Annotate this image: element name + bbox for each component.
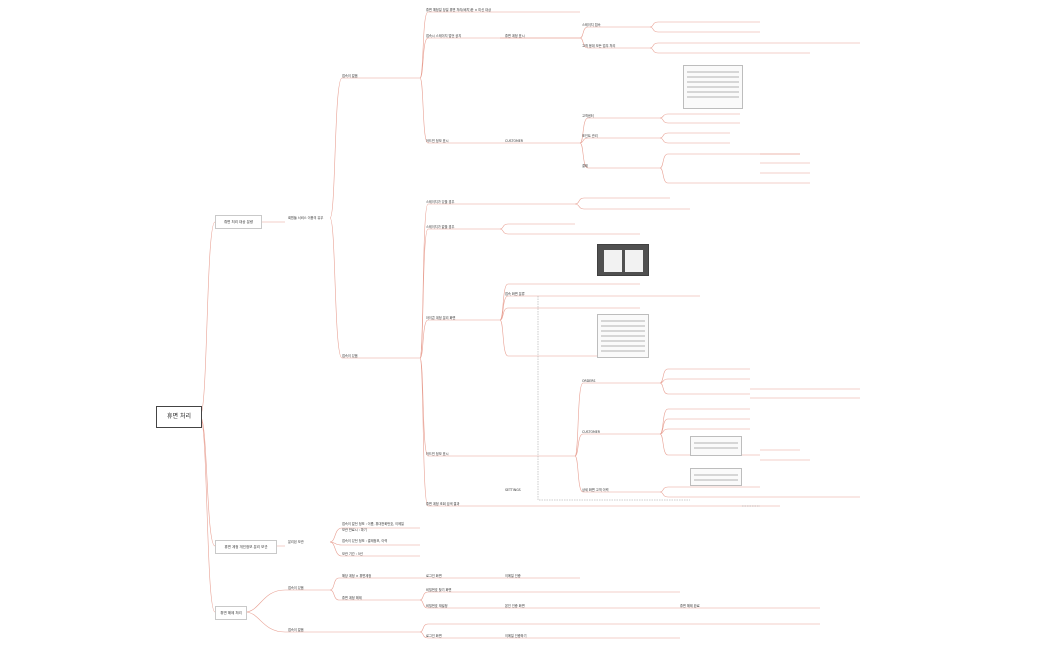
screen-thumbnail-2 bbox=[597, 244, 649, 276]
branch-data-separation[interactable]: 휴면 계정 개인정보 분리 보관 bbox=[215, 540, 277, 554]
b1-a-item-9: 결제 bbox=[582, 164, 588, 168]
b1-a-item-6: 어드민 정보 표시 bbox=[426, 139, 449, 143]
b2-item-1: 접속이 있던 정보 : 결제정보, 이력 bbox=[342, 539, 388, 543]
b1-b-item-5: 휴면 계정 조회 검색 결과 bbox=[426, 502, 460, 506]
root-node[interactable]: 휴면 처리 bbox=[156, 406, 202, 428]
branch-dormant-target[interactable]: 휴면 처리 대상 분량 bbox=[215, 215, 262, 229]
b1-a-item-4: 고객 응대 모든 업무 처리 bbox=[582, 44, 616, 48]
root-label: 휴면 처리 bbox=[167, 413, 191, 420]
b3-no-access: 접속이 없음 bbox=[288, 628, 304, 632]
b1-has-access: 접속이 있음 bbox=[342, 354, 358, 358]
b1-b-item-2: 아이콘 계정 분리 화면 bbox=[426, 316, 456, 320]
b3-item-6: 본인 인증 화면 bbox=[505, 604, 525, 608]
b3-item-2: 이메일 인증 bbox=[505, 574, 521, 578]
b1-a-item-2: 휴면 계정 표시 bbox=[505, 34, 525, 38]
b2-item-0: 접속이 없던 정보 : 이름, 휴대전화번호, 이메일 bbox=[342, 522, 404, 526]
b1-a-item-7: 고객센터 bbox=[582, 114, 594, 118]
b1-sub: 회원들 서비스 이용의 유무 bbox=[288, 216, 324, 220]
b1-a-item-0: 휴면 예정일 당일 휴면 처리(배치)한 × 미신 대상 bbox=[426, 8, 492, 12]
b1-a-item-5: CUSTOMER bbox=[505, 139, 524, 143]
b1-b-item-8: SETTINGS bbox=[505, 488, 521, 492]
b3-item-0: 해당 계정 × 휴면계정 bbox=[342, 574, 372, 578]
b1-b-item-6: ORDERS bbox=[582, 379, 596, 383]
connector-root-b2 bbox=[199, 415, 216, 547]
branch-dormant-release[interactable]: 휴면 해제 처리 bbox=[215, 606, 247, 620]
b2-sub: 분리된 보관 bbox=[288, 540, 304, 544]
b1-b-item-4: 어드민 정보 표시 bbox=[426, 452, 449, 456]
b1-a-item-1: 접속시 스테이지 업던 공지 bbox=[426, 34, 462, 38]
b3-item-4: 비밀번호 재설정 bbox=[426, 604, 448, 608]
b1-a-item-8: 포인트 관리 bbox=[582, 134, 598, 138]
b3-item-9: 이메일 인증하기 bbox=[505, 634, 527, 638]
screen-thumbnail-4 bbox=[690, 436, 742, 456]
b3-item-7: 휴면 해제 완료 bbox=[680, 604, 700, 608]
screen-thumbnail-1 bbox=[683, 65, 743, 109]
b1-no-access: 접속이 없음 bbox=[342, 74, 358, 78]
b2-item-2: 보관 기간 : 5년 bbox=[342, 552, 363, 556]
b3-has-access: 접속이 있음 bbox=[288, 586, 304, 590]
screen-thumbnail-3 bbox=[597, 314, 649, 358]
connector-root-b1 bbox=[199, 221, 216, 417]
b2-item-3: 보관 만료시 : 파기 bbox=[342, 528, 367, 532]
b3-item-3: 휴면 계정 해제 bbox=[342, 596, 362, 600]
screen-thumbnail-5 bbox=[690, 468, 742, 486]
b3-item-5: 비밀번호 찾기 화면 bbox=[426, 588, 452, 592]
connector-root-b3 bbox=[199, 415, 216, 613]
b1-a-item-3: 스테이지 접속 bbox=[582, 23, 601, 27]
b1-b-item-1: 스테이지가 없을 경우 bbox=[426, 225, 455, 229]
b1-b-item-0: 스테이지가 있을 경우 bbox=[426, 200, 455, 204]
b3-item-1: 로그인 화면 bbox=[426, 574, 442, 578]
dashed-link bbox=[537, 296, 690, 501]
b1-b-item-3: 접속 화면 분류 bbox=[505, 292, 525, 296]
b1-b-item-9: 상세 화면 고객 이력 bbox=[582, 488, 609, 492]
b3-item-8: 로그인 화면 bbox=[426, 634, 442, 638]
b1-b-item-7: CUSTOMER bbox=[582, 430, 601, 434]
